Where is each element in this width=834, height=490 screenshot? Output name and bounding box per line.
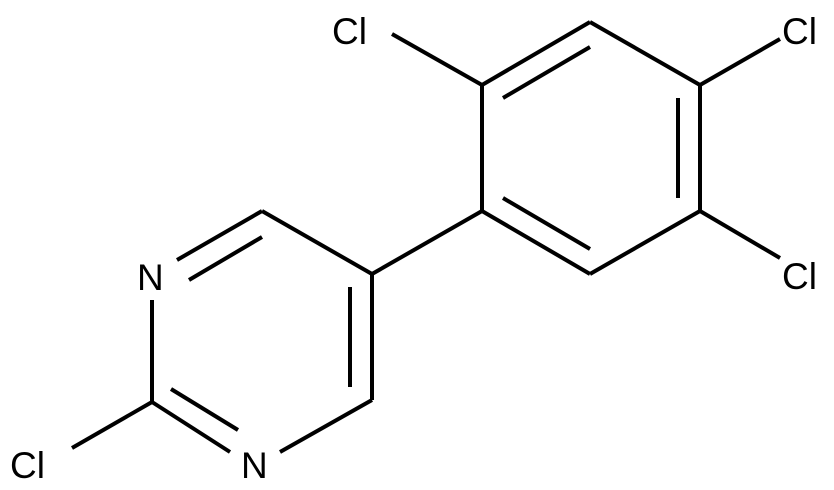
bond-ph-c5-c6	[589, 209, 701, 276]
phenyl-ring	[480, 20, 702, 276]
atom-cl-right: Cl	[782, 256, 817, 297]
atom-n-upper: N	[137, 257, 164, 298]
bond-c4-cl-top-right	[699, 37, 781, 87]
atom-cl-top-right: Cl	[782, 11, 817, 52]
atom-cl-bottom-left: Cl	[10, 445, 45, 486]
bond-ph-c6-c1	[480, 209, 592, 276]
bond-n1-c6	[176, 209, 263, 262]
pyrimidine-ring	[71, 209, 374, 454]
bond-n1-c6-inner	[187, 235, 264, 282]
bond-c5-cl-right	[698, 209, 782, 260]
bond-c2-cl-top-left	[391, 32, 483, 87]
bond-c4-n3	[279, 398, 373, 454]
bond-n3-c2	[150, 400, 232, 454]
bond-ph-c2-c3	[480, 20, 592, 87]
bond-biaryl	[371, 209, 483, 276]
bond-c2-cl	[71, 400, 153, 450]
atom-cl-top-left: Cl	[332, 11, 367, 52]
atom-n-lower: N	[241, 445, 268, 486]
bond-ph-c2-c3-inner	[501, 45, 592, 100]
bond-n3-c2-inner	[169, 387, 240, 432]
bond-c6-c5	[261, 209, 373, 276]
bond-ph-c6-c1-inner	[501, 196, 592, 251]
bond-ph-c3-c4	[589, 20, 701, 87]
